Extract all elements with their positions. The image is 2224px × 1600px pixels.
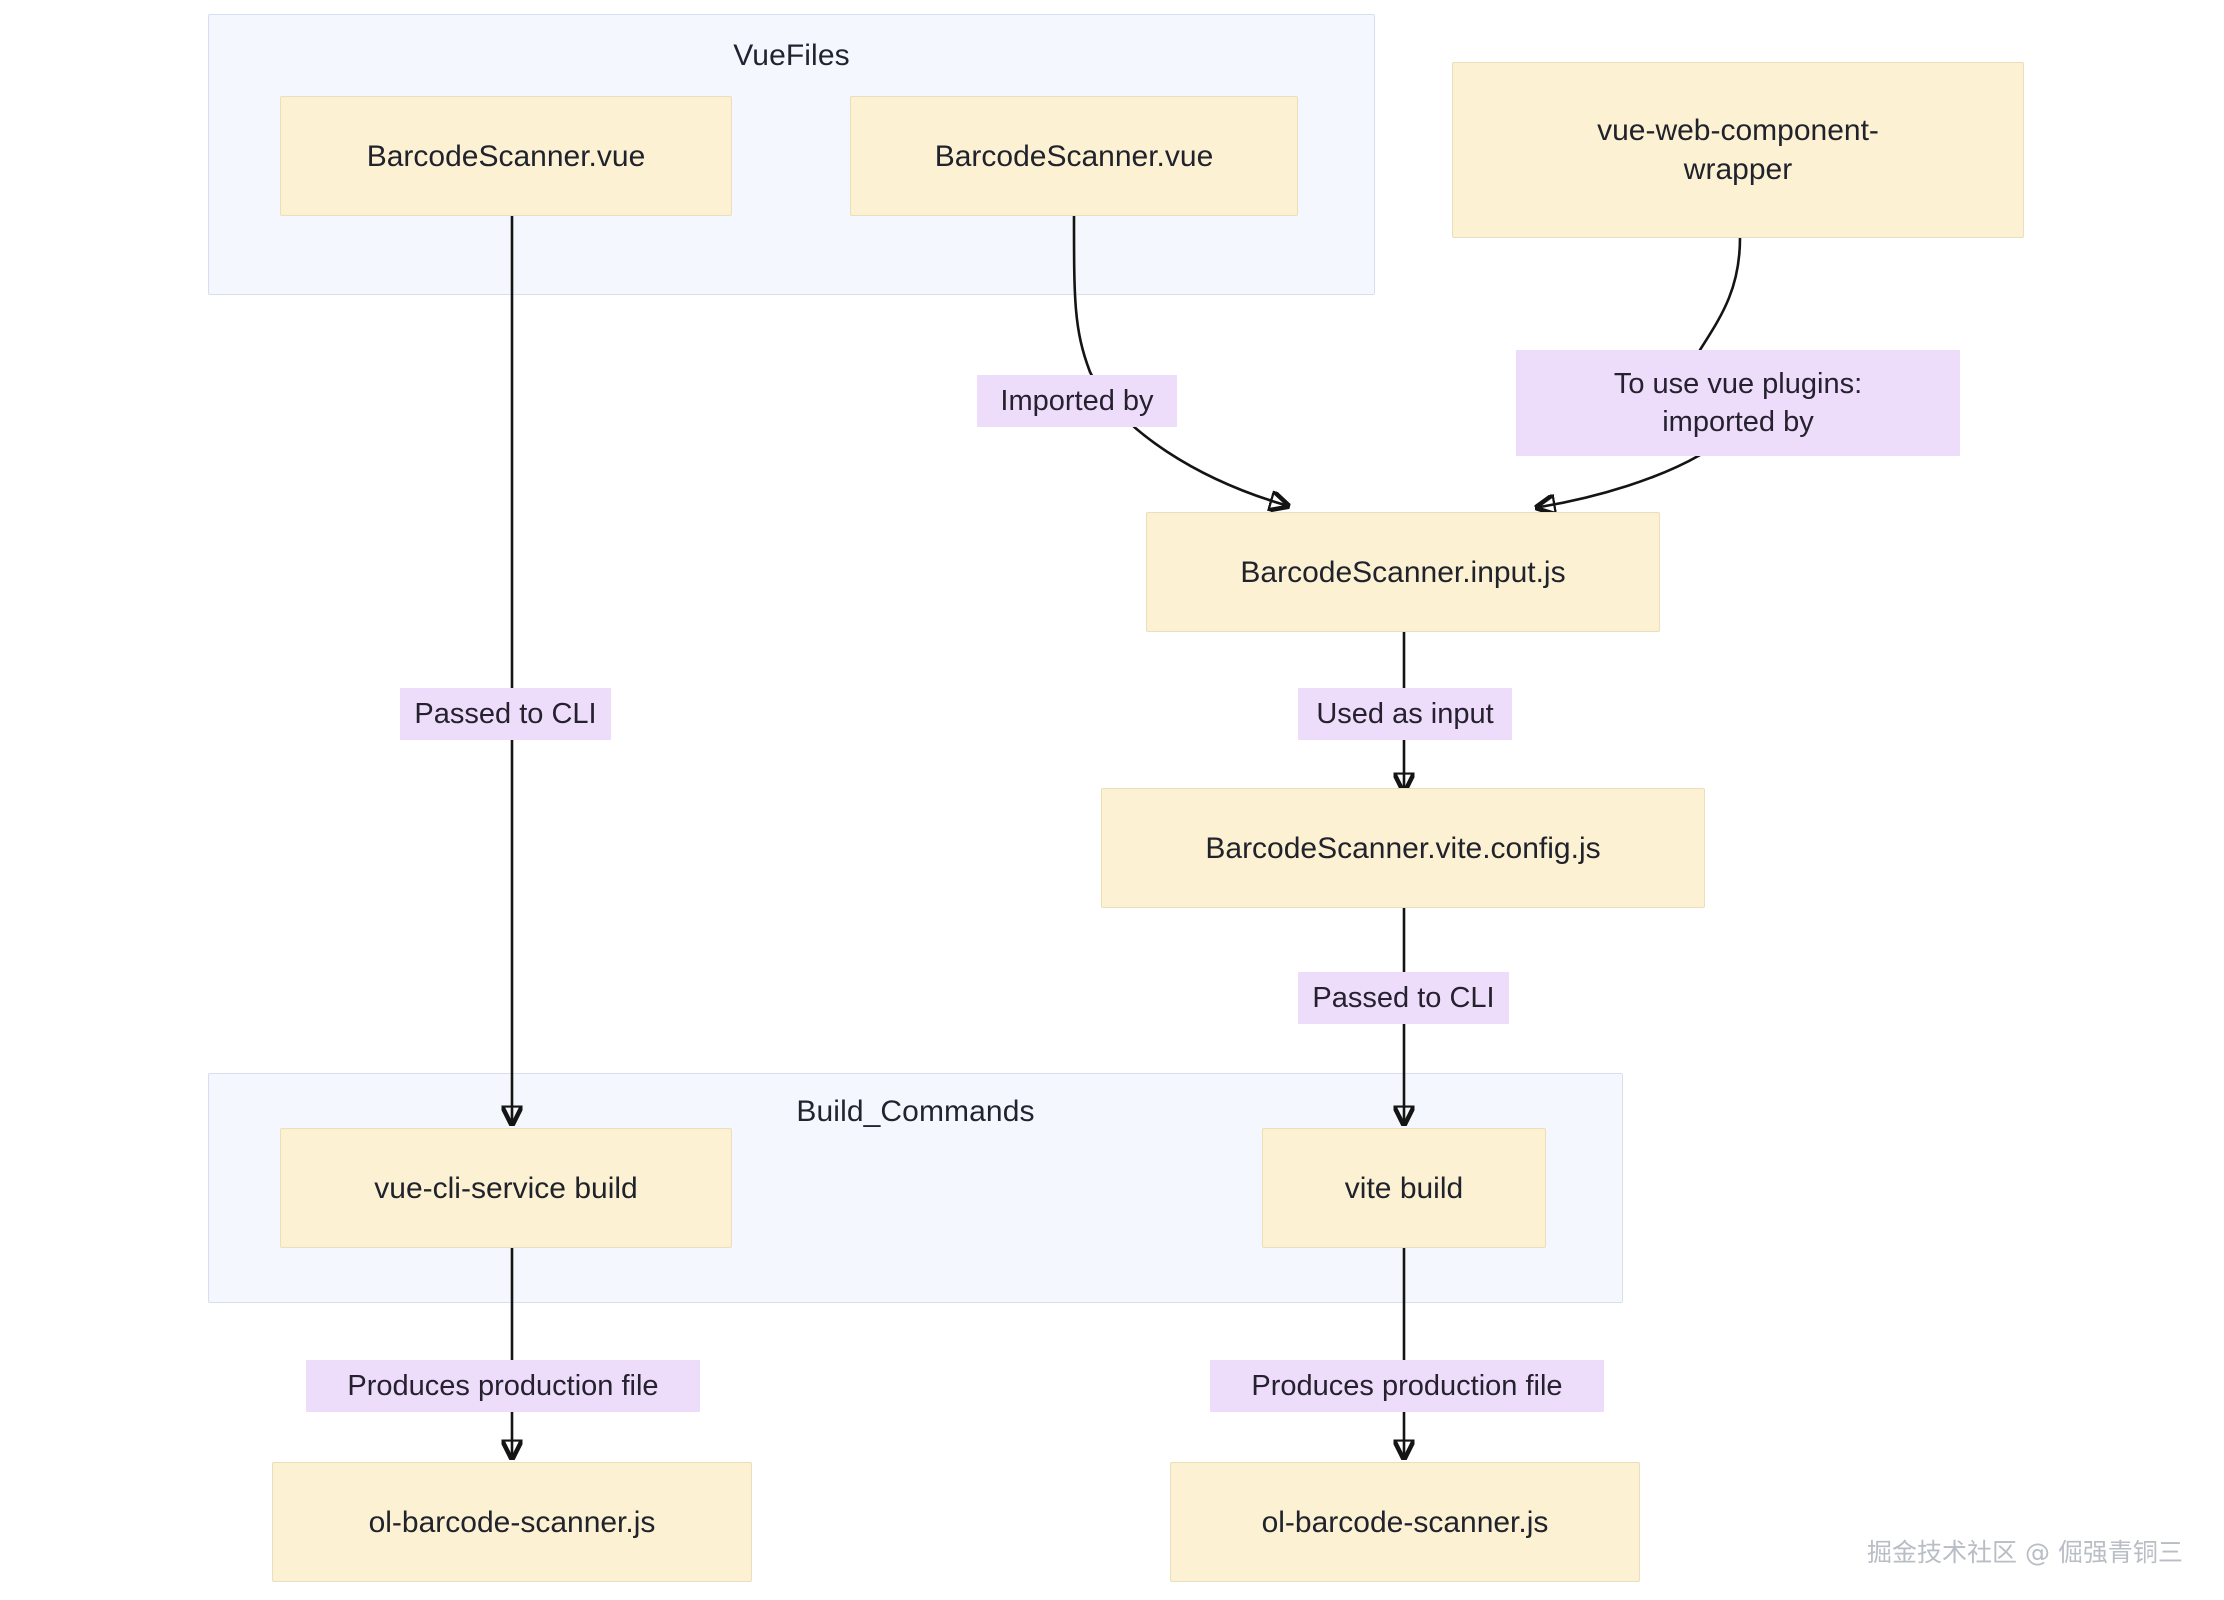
node-ol-barcode-scanner-js-right[interactable]: ol-barcode-scanner.js (1170, 1462, 1640, 1582)
edge-label-to-use-vue-plugins: To use vue plugins: imported by (1516, 350, 1960, 456)
cluster-vue-files-label: VueFiles (733, 39, 850, 72)
edge-label-imported-by: Imported by (977, 375, 1177, 427)
edge-label-used-as-input: Used as input (1298, 688, 1512, 740)
node-barcode-scanner-input-js[interactable]: BarcodeScanner.input.js (1146, 512, 1660, 632)
watermark-text: 掘金技术社区 @ 倔强青铜三 (1867, 1538, 2183, 1567)
cluster-build-commands-label: Build_Commands (796, 1095, 1035, 1128)
edge-label-produces-right: Produces production file (1210, 1360, 1604, 1412)
node-ol-barcode-scanner-js-left[interactable]: ol-barcode-scanner.js (272, 1462, 752, 1582)
edge-label-passed-to-cli-right: Passed to CLI (1298, 972, 1509, 1024)
node-barcode-scanner-vue-right[interactable]: BarcodeScanner.vue (850, 96, 1298, 216)
edge-label-produces-left: Produces production file (306, 1360, 700, 1412)
edge-label-passed-to-cli-left: Passed to CLI (400, 688, 611, 740)
node-vue-web-component-wrapper[interactable]: vue-web-component- wrapper (1452, 62, 2024, 238)
node-vite-build[interactable]: vite build (1262, 1128, 1546, 1248)
node-barcode-scanner-vue-left[interactable]: BarcodeScanner.vue (280, 96, 732, 216)
node-vue-cli-service-build[interactable]: vue-cli-service build (280, 1128, 732, 1248)
node-barcode-scanner-vite-config-js[interactable]: BarcodeScanner.vite.config.js (1101, 788, 1705, 908)
